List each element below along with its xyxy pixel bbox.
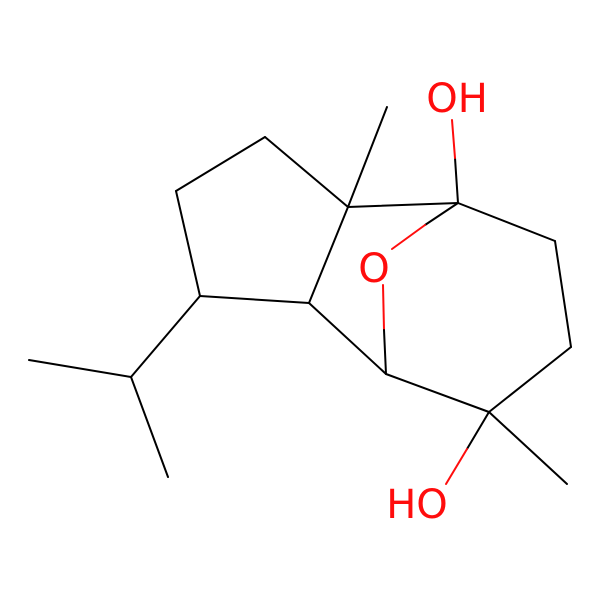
- bond-c3-isopropyl: [130, 295, 201, 378]
- hetero-bonds: [382, 119, 490, 485]
- bond-c9-c10: [385, 373, 490, 413]
- bond-c3-c4: [199, 295, 310, 304]
- bond-c1-c2: [175, 136, 266, 192]
- bond-c2-c3: [175, 190, 201, 297]
- bond-obridge-c10-oxygen: [382, 284, 385, 331]
- bond-obridge-c10-carbon: [383, 329, 387, 375]
- bond-c4-c5: [308, 206, 349, 304]
- bond-c6-c7: [457, 202, 556, 242]
- bridge-oxygen-label: O: [358, 246, 389, 292]
- bond-c5-c6: [347, 202, 459, 208]
- bond-c9-ho-bottom-oxygen: [445, 448, 468, 485]
- hydroxyl-top-label: OH: [426, 76, 488, 122]
- bond-c6-obridge-oxygen: [391, 224, 426, 250]
- bond-c6-oh-top-oxygen: [451, 119, 456, 159]
- bonds: [28, 106, 572, 485]
- bond-c7-c8: [554, 240, 572, 348]
- bond-c6-oh-top-carbon: [454, 157, 459, 204]
- bond-c10-c4: [308, 302, 387, 375]
- hydroxyl-bottom-label: HO: [386, 482, 448, 528]
- bond-methyl-bottom: [488, 411, 568, 485]
- bond-c5-c1: [264, 136, 349, 208]
- bond-isopropyl-me2: [130, 376, 169, 478]
- bond-c6-obridge-carbon: [424, 202, 459, 226]
- bond-c8-c9: [488, 346, 572, 413]
- bond-methyl-top: [347, 106, 388, 208]
- bond-c9-ho-bottom-carbon: [466, 411, 490, 450]
- bond-isopropyl-me1: [28, 359, 132, 378]
